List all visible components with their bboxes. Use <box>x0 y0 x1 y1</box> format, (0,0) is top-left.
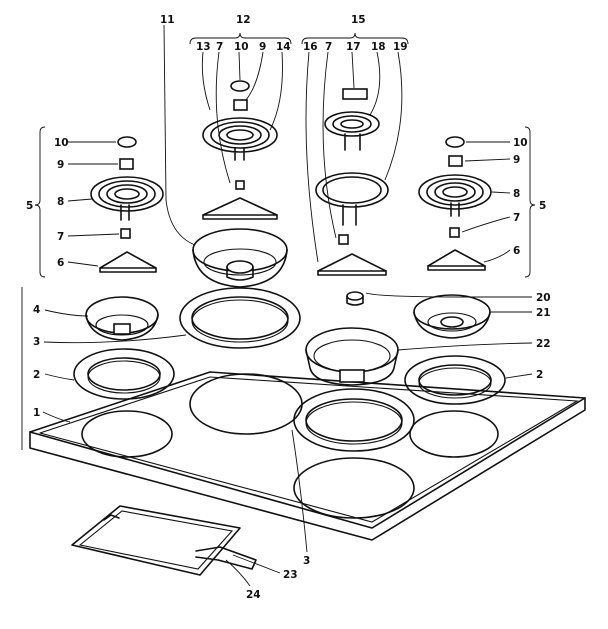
callout-1: 1 <box>33 407 40 419</box>
support-bracket-left <box>99 251 157 269</box>
leader-lines <box>21 24 533 587</box>
callout-2-left: 2 <box>33 369 40 381</box>
callout-9-upper: 9 <box>259 41 266 53</box>
callout-3-bottom: 3 <box>303 555 310 567</box>
callout-21: 21 <box>536 307 551 319</box>
trim-ring-left-lower <box>73 348 175 400</box>
burner-opening-front-right <box>293 457 415 519</box>
callout-7-upper-left: 7 <box>216 41 223 53</box>
coil-element-12 <box>202 117 278 153</box>
callout-14: 14 <box>276 41 291 53</box>
support-bracket-15 <box>317 253 387 272</box>
receptacle-left <box>120 228 131 239</box>
callout-5-left: 5 <box>26 200 33 212</box>
callout-9-left: 9 <box>57 159 64 171</box>
burner-opening-rear-left <box>189 373 303 435</box>
callout-13: 13 <box>196 41 211 53</box>
deep-bowl-assembly <box>192 228 288 288</box>
support-bracket-12 <box>202 197 278 216</box>
coil-element-large <box>315 172 389 208</box>
callout-6-left: 6 <box>57 257 64 269</box>
drip-pan-left <box>85 296 159 341</box>
callout-3-left: 3 <box>33 336 40 348</box>
trim-ring-large-upper <box>179 287 301 349</box>
callout-7-right: 7 <box>513 212 520 224</box>
terminal-block-right <box>448 155 463 167</box>
callout-5-right: 5 <box>539 200 546 212</box>
callout-2-right: 2 <box>536 369 543 381</box>
control-knob-right <box>445 136 465 148</box>
drip-pan-right-deep <box>305 327 399 386</box>
element-group-right <box>418 126 536 278</box>
callout-22: 22 <box>536 338 551 350</box>
callout-7-upper-right: 7 <box>325 41 332 53</box>
callout-11: 11 <box>160 14 175 26</box>
trim-ring-right <box>404 355 506 405</box>
griddle-assembly <box>71 505 257 576</box>
callout-15: 15 <box>351 14 366 26</box>
callout-20: 20 <box>536 292 551 304</box>
callout-6-right: 6 <box>513 245 520 257</box>
terminal-block-left <box>119 158 134 170</box>
callout-8-left: 8 <box>57 196 64 208</box>
callout-4: 4 <box>33 304 40 316</box>
callout-8-right: 8 <box>513 188 520 200</box>
receptacle-12 <box>235 180 245 190</box>
callout-23: 23 <box>283 569 298 581</box>
callout-10-upper: 10 <box>234 41 249 53</box>
coil-element-small <box>324 111 380 137</box>
drip-pan-right-upper <box>413 294 491 339</box>
terminal-block-12 <box>233 99 248 111</box>
support-bracket-right <box>427 249 486 267</box>
griddle-plate <box>71 505 241 576</box>
callout-10-left: 10 <box>54 137 69 149</box>
receptacle-15 <box>338 234 349 245</box>
support-cup <box>346 291 364 306</box>
control-knob-left <box>117 136 137 148</box>
callout-16: 16 <box>303 41 318 53</box>
trim-ring-front-right <box>293 388 415 452</box>
receptacle-right <box>449 227 460 238</box>
callout-19: 19 <box>393 41 408 53</box>
callout-7-left: 7 <box>57 231 64 243</box>
callout-10-right: 10 <box>513 137 528 149</box>
griddle-handle <box>195 546 257 570</box>
callout-17: 17 <box>346 41 361 53</box>
control-knob-12 <box>230 80 250 92</box>
cooktop-surface <box>29 371 586 541</box>
callout-24: 24 <box>246 589 261 601</box>
callout-9-right: 9 <box>513 154 520 166</box>
coil-element-left <box>90 176 164 212</box>
burner-opening-front-left <box>81 410 173 458</box>
callout-12: 12 <box>236 14 251 26</box>
terminal-block-15 <box>342 88 368 100</box>
element-group-15 <box>301 32 409 276</box>
element-group-left <box>34 126 164 278</box>
coil-element-right <box>418 174 492 210</box>
element-group-12 <box>189 32 292 220</box>
callout-18: 18 <box>371 41 386 53</box>
callout-labels: 11 12 15 13 7 10 9 14 16 7 17 18 19 10 9… <box>26 14 551 601</box>
burner-opening-rear-right <box>409 410 499 458</box>
